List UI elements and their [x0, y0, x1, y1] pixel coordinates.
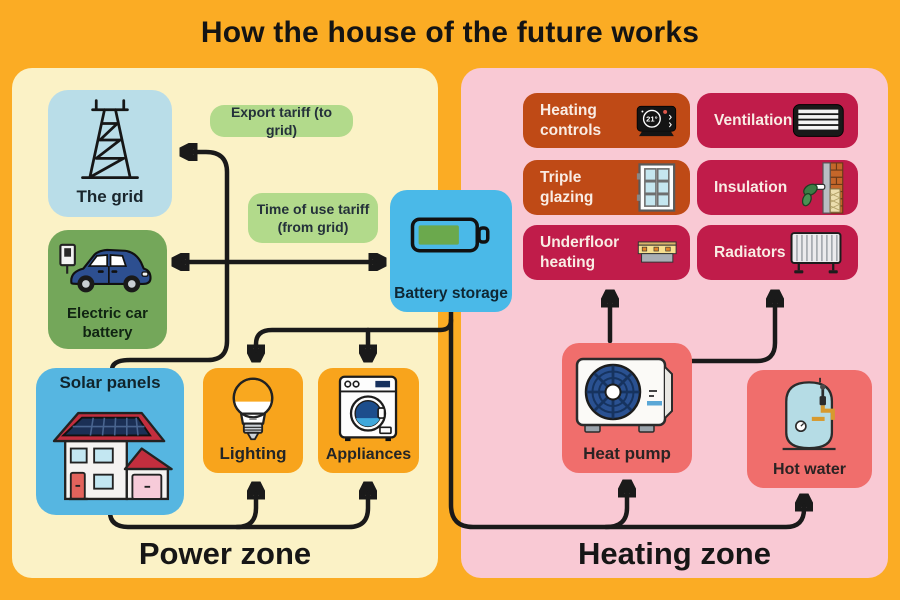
- ventilation-box: Ventilation: [697, 93, 858, 148]
- hot-water-cylinder-icon: [782, 377, 836, 451]
- heating-controls-box: Heating controls 21°: [523, 93, 690, 148]
- washing-machine-icon: [338, 375, 398, 442]
- heating-controls-label: Heating controls: [540, 102, 602, 139]
- triple-glazing-box: Triple glazing: [523, 160, 690, 215]
- solar-panels-box: Solar panels: [36, 368, 184, 515]
- battery-icon: [410, 217, 490, 253]
- solar-panels-label: Solar panels: [59, 373, 161, 392]
- radiators-label: Radiators: [714, 243, 786, 261]
- insulation-box: Insulation: [697, 160, 858, 215]
- heat-pump-box: Heat pump: [562, 343, 692, 473]
- triple-glazing-label: Triple glazing: [540, 169, 594, 206]
- thermostat-reading: 21°: [646, 114, 657, 123]
- grid-label: The grid: [76, 187, 144, 207]
- underfloor-heating-label: Underfloor heating: [540, 234, 620, 271]
- heat-pump-icon: [575, 357, 673, 433]
- hot-water-label: Hot water: [773, 461, 846, 479]
- thermostat-icon: 21°: [636, 105, 677, 136]
- pylon-icon: [81, 99, 139, 179]
- use-tariff-pill: Time of use tariff (from grid): [248, 193, 378, 243]
- radiator-icon: [790, 231, 842, 273]
- heating-zone-label: Heating zone: [578, 536, 771, 571]
- battery-storage-label: Battery storage: [394, 285, 508, 303]
- electric-car-icon: [59, 243, 152, 293]
- underfloor-heating-box: Underfloor heating: [523, 225, 690, 280]
- appliances-box: Appliances: [318, 368, 419, 473]
- electric-car-box: Electric car battery: [48, 230, 167, 349]
- battery-storage-box: Battery storage: [390, 190, 512, 312]
- insulation-label: Insulation: [714, 178, 788, 196]
- hot-water-box: Hot water: [747, 370, 872, 488]
- insulation-icon: [801, 161, 844, 214]
- appliances-label: Appliances: [325, 446, 412, 464]
- grid-box: The grid: [48, 90, 172, 217]
- page-title: How the house of the future works: [200, 16, 700, 49]
- vent-grille-icon: [793, 104, 845, 137]
- heat-pump-label: Heat pump: [583, 444, 671, 464]
- ventilation-label: Ventilation: [714, 111, 793, 129]
- power-zone-label: Power zone: [138, 536, 312, 571]
- lighting-box: Lighting: [203, 368, 303, 473]
- electric-car-label: Electric car battery: [67, 305, 148, 341]
- window-icon: [637, 163, 676, 212]
- export-tariff-pill: Export tariff (to grid): [210, 104, 353, 138]
- underfloor-layers-icon: [637, 240, 677, 263]
- solar-house-icon: [52, 411, 173, 501]
- light-bulb-icon: [232, 377, 274, 441]
- radiators-box: Radiators: [697, 225, 858, 280]
- lighting-label: Lighting: [219, 444, 287, 464]
